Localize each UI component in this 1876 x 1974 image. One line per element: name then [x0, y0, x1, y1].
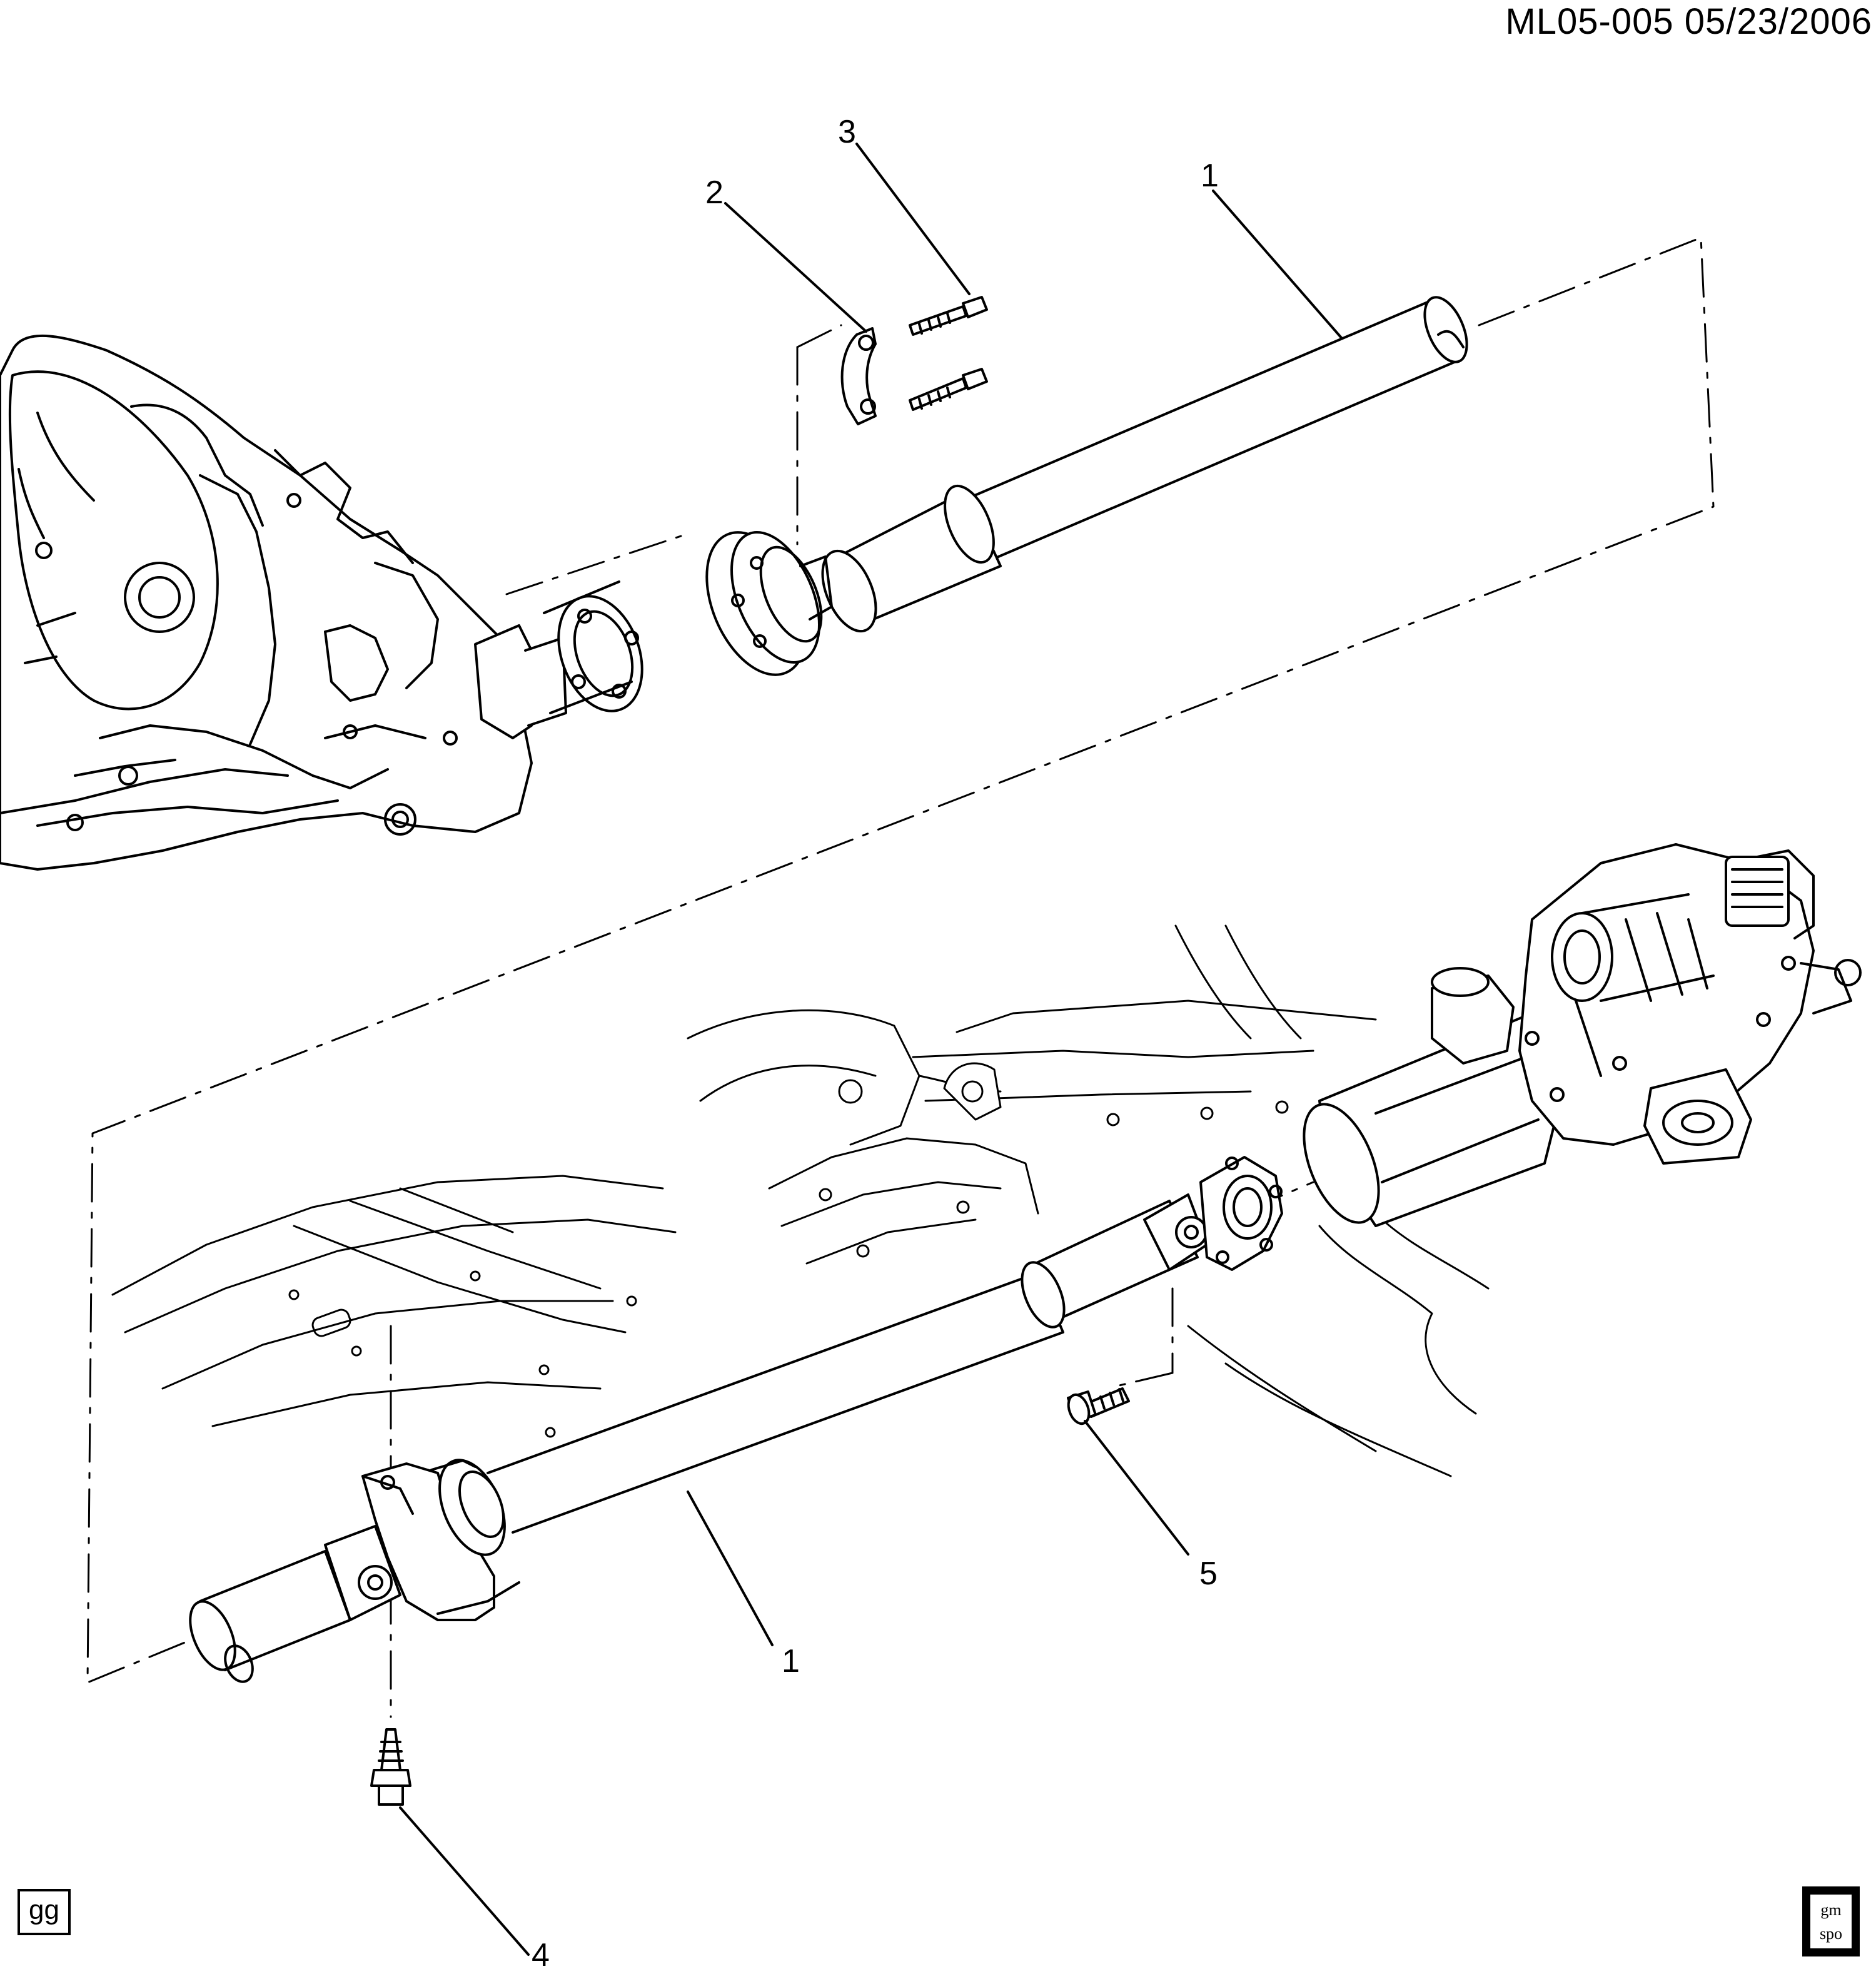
- center-bearing-icon: [361, 1459, 520, 1621]
- transmission-icon: [0, 334, 643, 871]
- logo-text-top: gm: [1820, 1901, 1842, 1919]
- callout-1-upper: 1: [1201, 158, 1219, 194]
- callout-2: 2: [705, 175, 724, 211]
- callout-5: 5: [1199, 1556, 1218, 1592]
- bolt-5-icon: [1067, 1387, 1130, 1425]
- logo-inner: gm spo: [1810, 1895, 1852, 1948]
- leader-lines: [399, 143, 1343, 1956]
- bolt-icon: [909, 296, 988, 411]
- gm-spo-logo-icon: gm spo: [1802, 1886, 1860, 1956]
- callout-4: 4: [532, 1937, 550, 1973]
- underbody-floor: [111, 924, 1490, 1477]
- propeller-shaft-icon: [705, 296, 1468, 676]
- diagram-code: ML05-005 05/23/2006: [1505, 1, 1872, 42]
- rear-differential-icon: [1303, 843, 1862, 1227]
- logo-text-bottom: spo: [1819, 1925, 1843, 1943]
- bolt-4-icon: [370, 1728, 411, 1806]
- artist-tag: gg: [18, 1889, 71, 1935]
- retainer-plate-icon: [840, 327, 877, 425]
- callout-3: 3: [838, 114, 856, 150]
- propeller-shaft-rear-icon: [189, 1156, 1283, 1683]
- callout-1-lower: 1: [782, 1643, 800, 1679]
